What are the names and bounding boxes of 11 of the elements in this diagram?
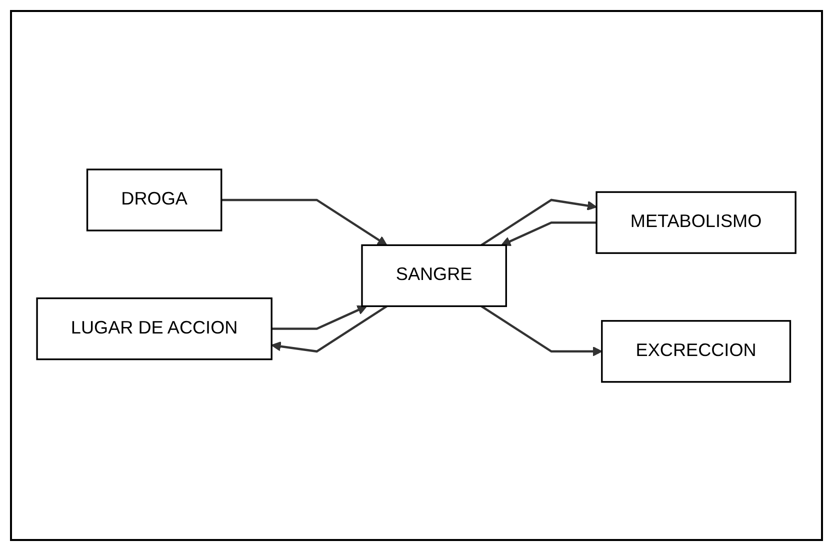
node-box: DROGA	[86, 168, 222, 232]
node-box: METABOLISMO	[596, 191, 797, 254]
node-box: SANGRE	[361, 244, 508, 307]
arrow	[480, 198, 598, 246]
node-box: EXCRECCION	[601, 320, 792, 383]
arrow	[271, 305, 388, 352]
arrow	[272, 305, 368, 330]
node-box: LUGAR DE ACCION	[36, 297, 273, 360]
arrow	[501, 221, 597, 246]
arrow	[480, 305, 603, 356]
arrow	[222, 198, 388, 246]
